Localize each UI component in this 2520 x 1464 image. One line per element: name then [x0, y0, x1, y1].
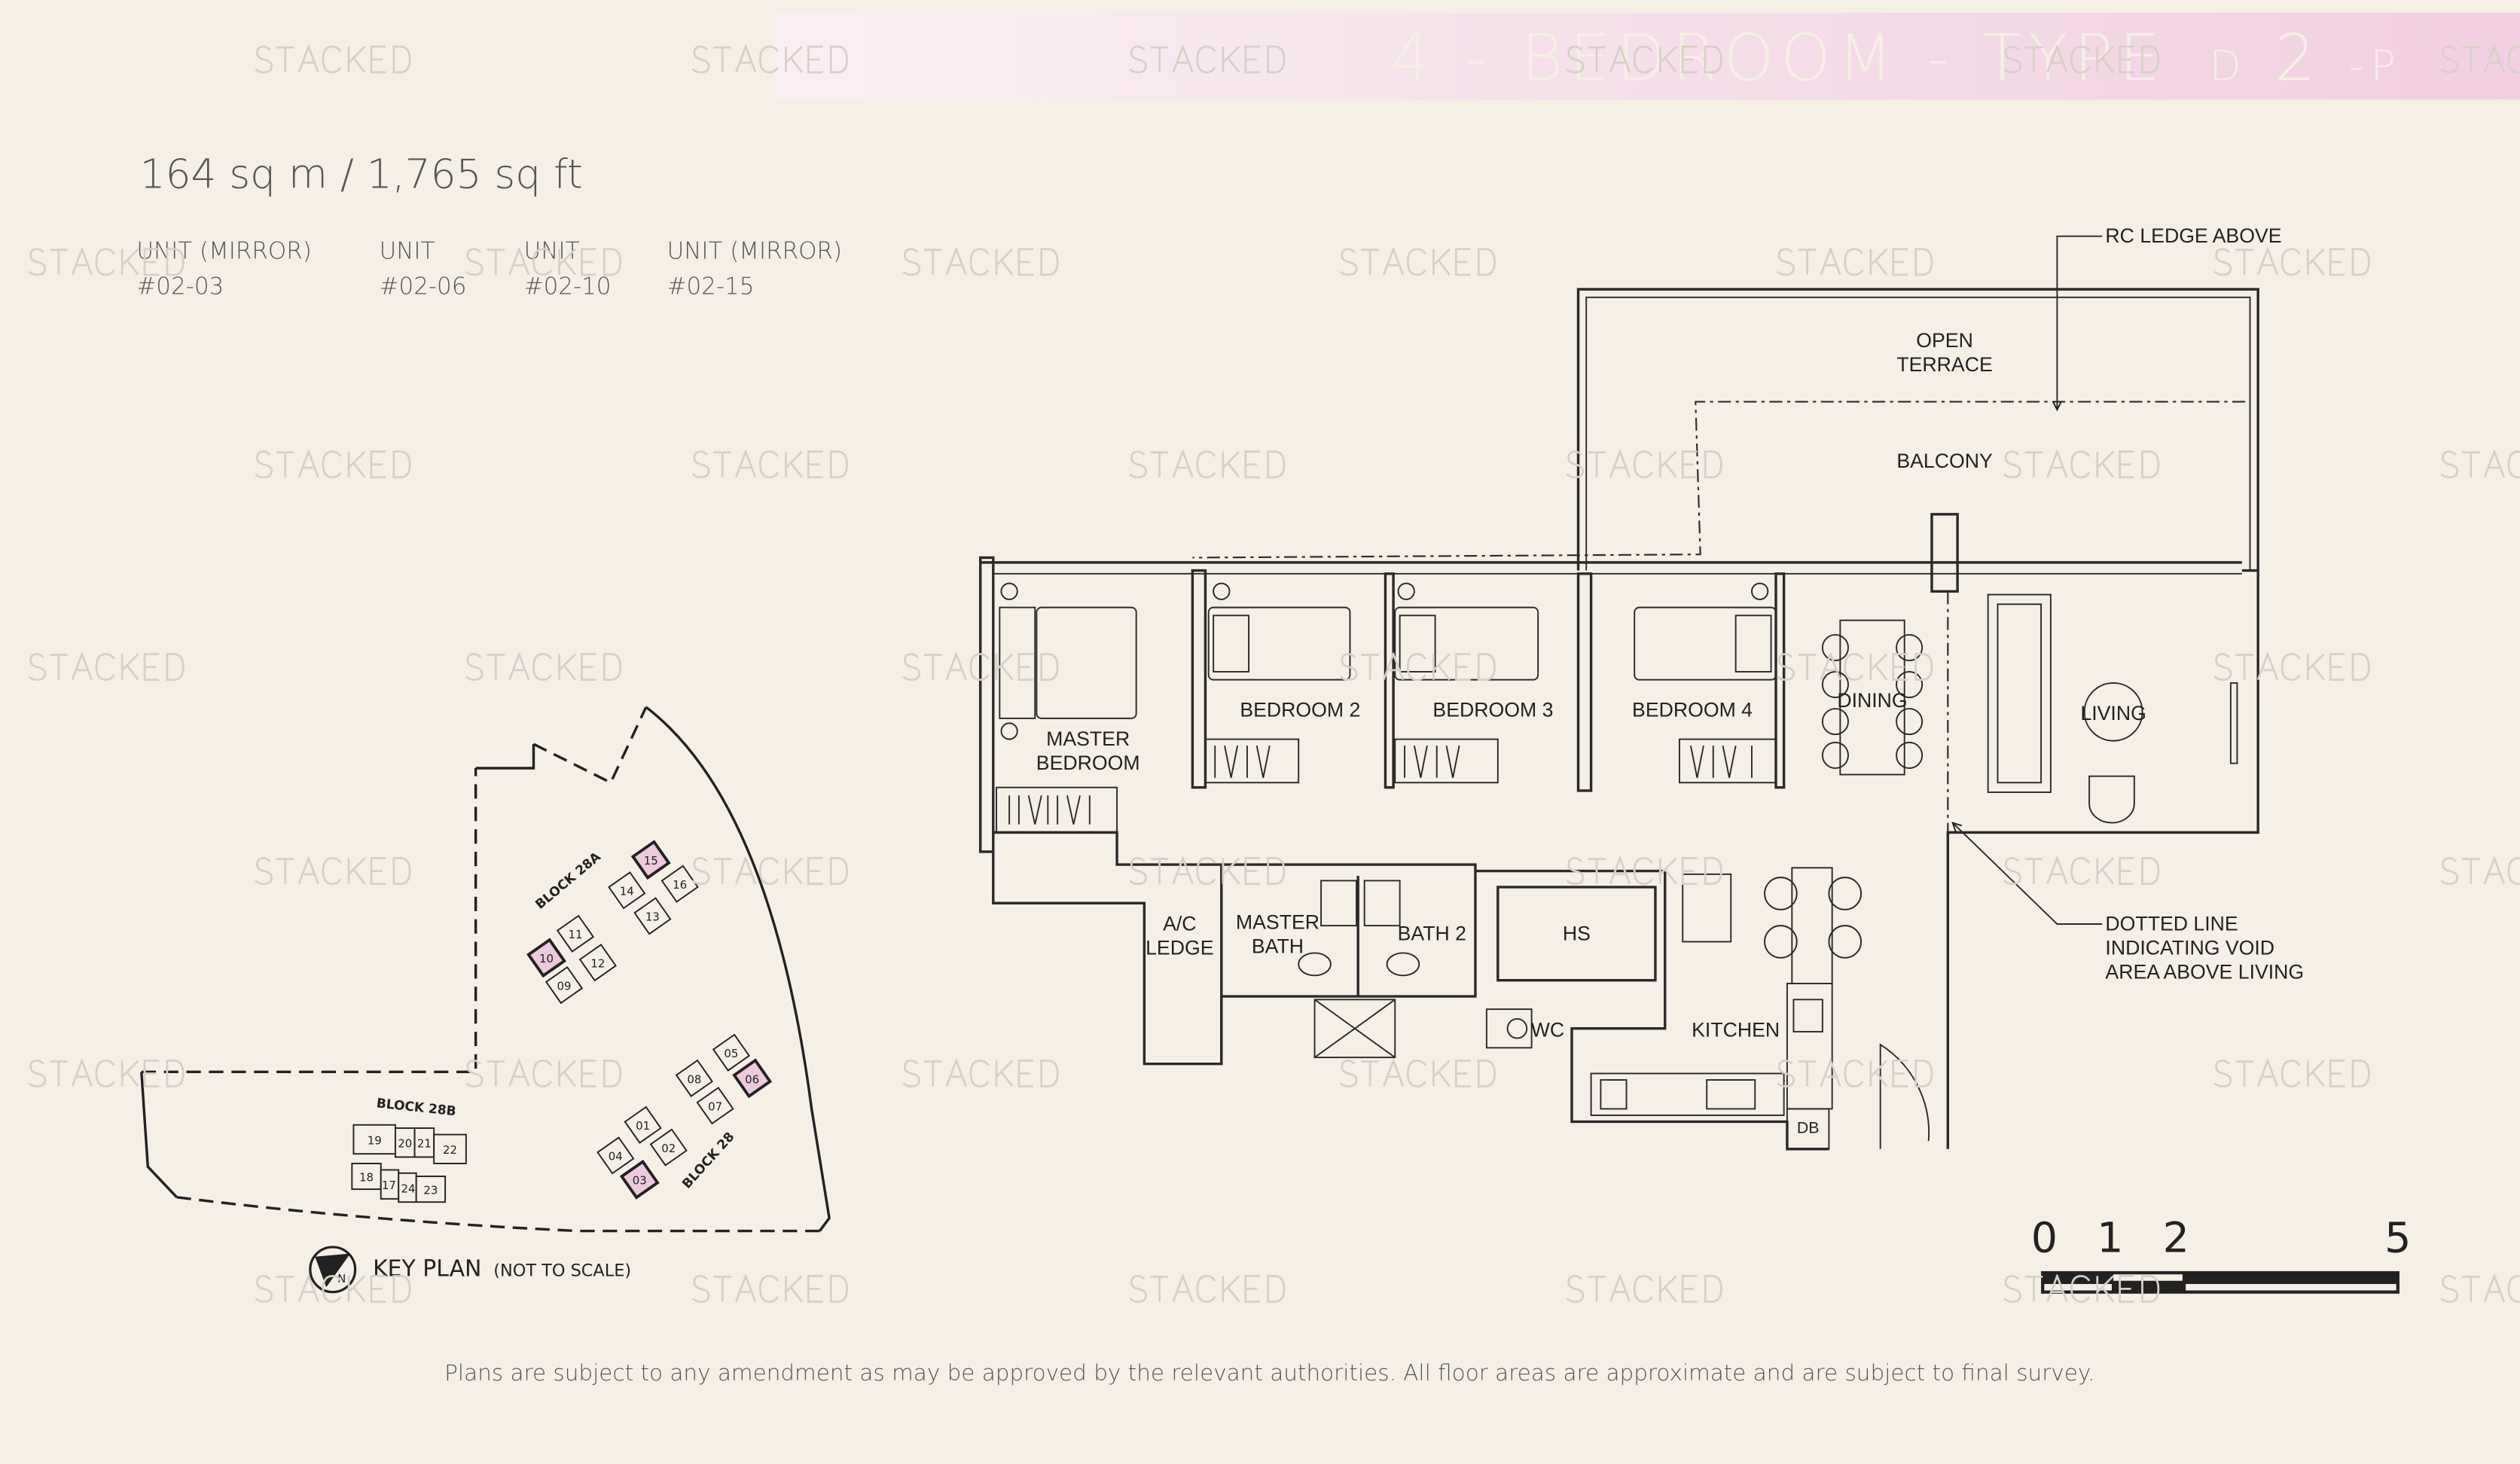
unit-label: UNIT: [524, 238, 580, 265]
key-plan-label: KEY PLAN: [373, 1255, 481, 1282]
unit-number: 14: [620, 885, 634, 898]
unit-number: 15: [644, 854, 658, 868]
unit-number: 04: [609, 1150, 623, 1164]
room-label: HS: [1563, 922, 1591, 944]
block-28: 05 08 06 07 01 04 02 03: [596, 1033, 773, 1200]
unit-number: #02-15: [667, 273, 755, 300]
unit-number: 23: [423, 1184, 438, 1197]
column: [1930, 513, 1959, 593]
header-band: 4 - BEDROOM - TYPE D 2 -P: [774, 13, 2520, 100]
unit-label: UNIT (MIRROR): [136, 238, 311, 265]
unit-number: 19: [368, 1133, 382, 1147]
unit-number: 17: [382, 1179, 396, 1192]
unit-number: #02-10: [524, 273, 612, 300]
room-label: OPEN: [1916, 329, 1973, 352]
bed: [1207, 606, 1351, 681]
unit-number: 06: [745, 1072, 759, 1086]
key-plan: 15 14 16 13 11 10 12 09 BLOCK 28A 05 08: [140, 706, 831, 1294]
key-plan-title: KEY PLAN (NOT TO SCALE): [373, 1255, 631, 1282]
unit-number: #02-06: [380, 273, 467, 300]
room-label: BATH: [1252, 935, 1304, 957]
master-bed: [999, 606, 1137, 719]
block-28b: 19 20 21 22 18 17 24 23: [351, 1124, 467, 1203]
room-label: TERRACE: [1896, 353, 1992, 376]
unit-number: 13: [645, 910, 660, 924]
leader-arrow: [2057, 235, 2103, 410]
room-label: BEDROOM 3: [1432, 699, 1553, 721]
room-label: MASTER: [1046, 727, 1130, 750]
scale-tick: 1: [2097, 1214, 2123, 1262]
title-number: 2: [2274, 22, 2322, 96]
void-note: DOTTED LINE INDICATING VOID AREA ABOVE L…: [2105, 913, 2304, 984]
leader-arrow: [1953, 823, 2103, 925]
unit-number: 01: [636, 1119, 650, 1133]
north-arrow-icon: N: [309, 1246, 357, 1294]
room-labels: OPEN TERRACE BALCONY MASTER BEDROOM BEDR…: [1036, 329, 2146, 1136]
unit-number: 24: [401, 1182, 416, 1195]
armchair: [2088, 775, 2135, 824]
room-label: DB: [1797, 1118, 1820, 1136]
unit-number: 16: [673, 878, 687, 892]
room-label: MASTER: [1236, 910, 1319, 933]
room-label: KITCHEN: [1692, 1018, 1780, 1041]
rc-ledge-note: RC LEDGE ABOVE: [2105, 224, 2281, 247]
void-note-line: DOTTED LINE: [2105, 913, 2238, 935]
unit-number: 22: [443, 1143, 457, 1157]
wardrobe: [1678, 738, 1777, 784]
room-label: WC: [1531, 1018, 1564, 1041]
wardrobe: [1394, 738, 1499, 784]
unit-number: 09: [557, 979, 572, 993]
block-28a: 15 14 16 13 11 10 12 09: [526, 840, 699, 1005]
unit-area: 164 sq m / 1,765 sq ft: [140, 151, 583, 198]
unit-label: UNIT: [380, 238, 435, 265]
scale-tick: 2: [2163, 1214, 2189, 1262]
unit-number: 21: [417, 1137, 432, 1151]
room-label: A/C: [1163, 913, 1196, 935]
void-note-line: AREA ABOVE LIVING: [2105, 961, 2304, 984]
room-label: BEDROOM 4: [1632, 699, 1753, 721]
unit-number: 11: [568, 928, 582, 941]
room-label: BALCONY: [1896, 450, 1993, 472]
unit-number: 02: [661, 1142, 676, 1155]
room-label: DINING: [1837, 689, 1907, 712]
unit-number: #02-03: [136, 273, 224, 300]
room-label: LIVING: [2080, 702, 2146, 724]
room-label: BEDROOM: [1036, 752, 1140, 774]
unit-number: 12: [590, 957, 605, 971]
room-label: LEDGE: [1146, 937, 1213, 959]
unit-list: UNIT (MIRROR) #02-03 UNIT #02-06 UNIT #0…: [136, 238, 842, 300]
room-label: BEDROOM 2: [1240, 699, 1360, 721]
void-note-line: INDICATING VOID: [2105, 937, 2274, 959]
north-label: N: [337, 1272, 346, 1286]
scale-tick: 0: [2031, 1214, 2058, 1262]
dining-table: [1821, 619, 1924, 776]
unit-number: 10: [539, 952, 554, 965]
unit-number: 05: [724, 1047, 738, 1060]
unit-number: 03: [633, 1174, 647, 1188]
title-main: 4 - BEDROOM - TYPE: [1390, 22, 2167, 96]
key-plan-note: (NOT TO SCALE): [493, 1261, 631, 1280]
wardrobe: [1204, 738, 1300, 784]
unit-number: 07: [708, 1100, 722, 1114]
unit-number: 18: [359, 1170, 374, 1184]
unit-type-title: 4 - BEDROOM - TYPE D 2 -P: [1390, 22, 2402, 96]
title-suffix: -P: [2349, 43, 2403, 91]
unit-number: 08: [687, 1072, 701, 1086]
disclaimer: Plans are subject to any amendment as ma…: [444, 1360, 2094, 1386]
unit-number: 20: [398, 1137, 412, 1151]
scale-bar: 0 1 2 5: [2031, 1214, 2411, 1294]
room-label: BATH 2: [1398, 922, 1466, 944]
sofa: [1987, 593, 2052, 793]
unit-label: UNIT (MIRROR): [667, 238, 842, 265]
bed: [1634, 606, 1777, 681]
title-letter: D: [2209, 43, 2247, 91]
scale-tick: 5: [2384, 1214, 2411, 1262]
